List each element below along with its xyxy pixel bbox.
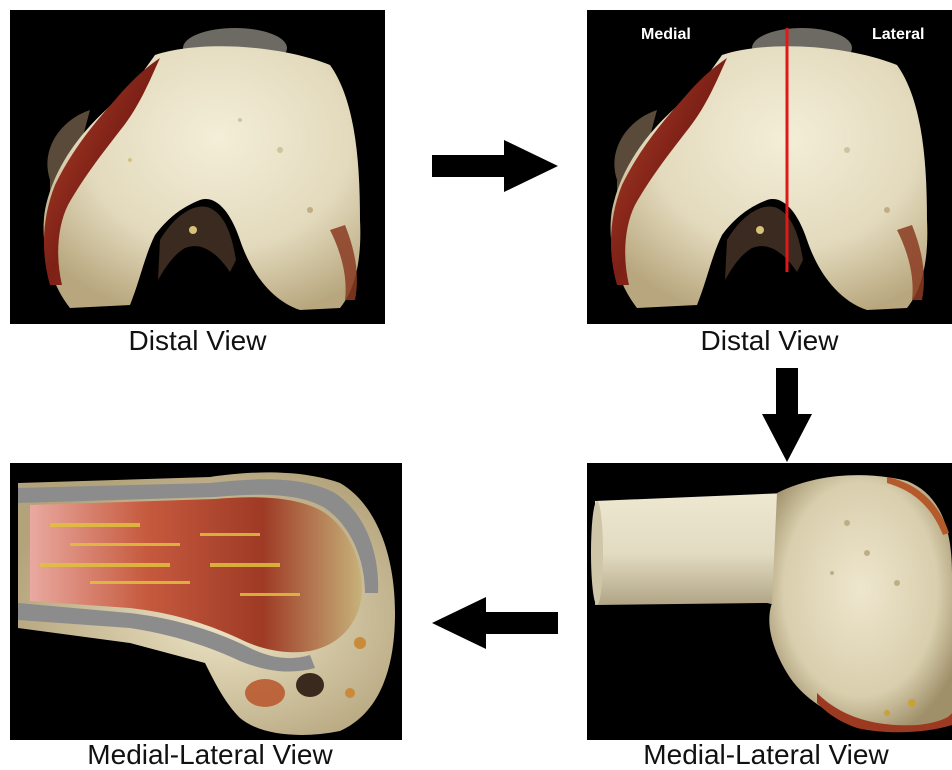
lateral-label: Lateral [872,26,924,44]
arrow-left-icon [432,597,558,649]
femur-distal-render [10,10,385,324]
medial-label: Medial [641,26,691,44]
caption-distal-view-right: Distal View [587,326,952,356]
caption-distal-view-left: Distal View [10,326,385,356]
femur-distal-render-with-cutline [587,10,952,324]
distal-view-panel-left [10,10,385,324]
medial-lateral-view-panel-right [587,463,952,740]
medial-lateral-view-panel-left [10,463,402,740]
femur-lateral-render [587,463,952,740]
caption-medial-lateral-view-left: Medial-Lateral View [10,740,410,770]
arrow-down-icon [762,368,812,462]
distal-view-panel-right [587,10,952,324]
arrow-right-icon [432,140,558,192]
caption-medial-lateral-view-right: Medial-Lateral View [580,740,952,770]
femur-sectioned-render [10,463,402,740]
